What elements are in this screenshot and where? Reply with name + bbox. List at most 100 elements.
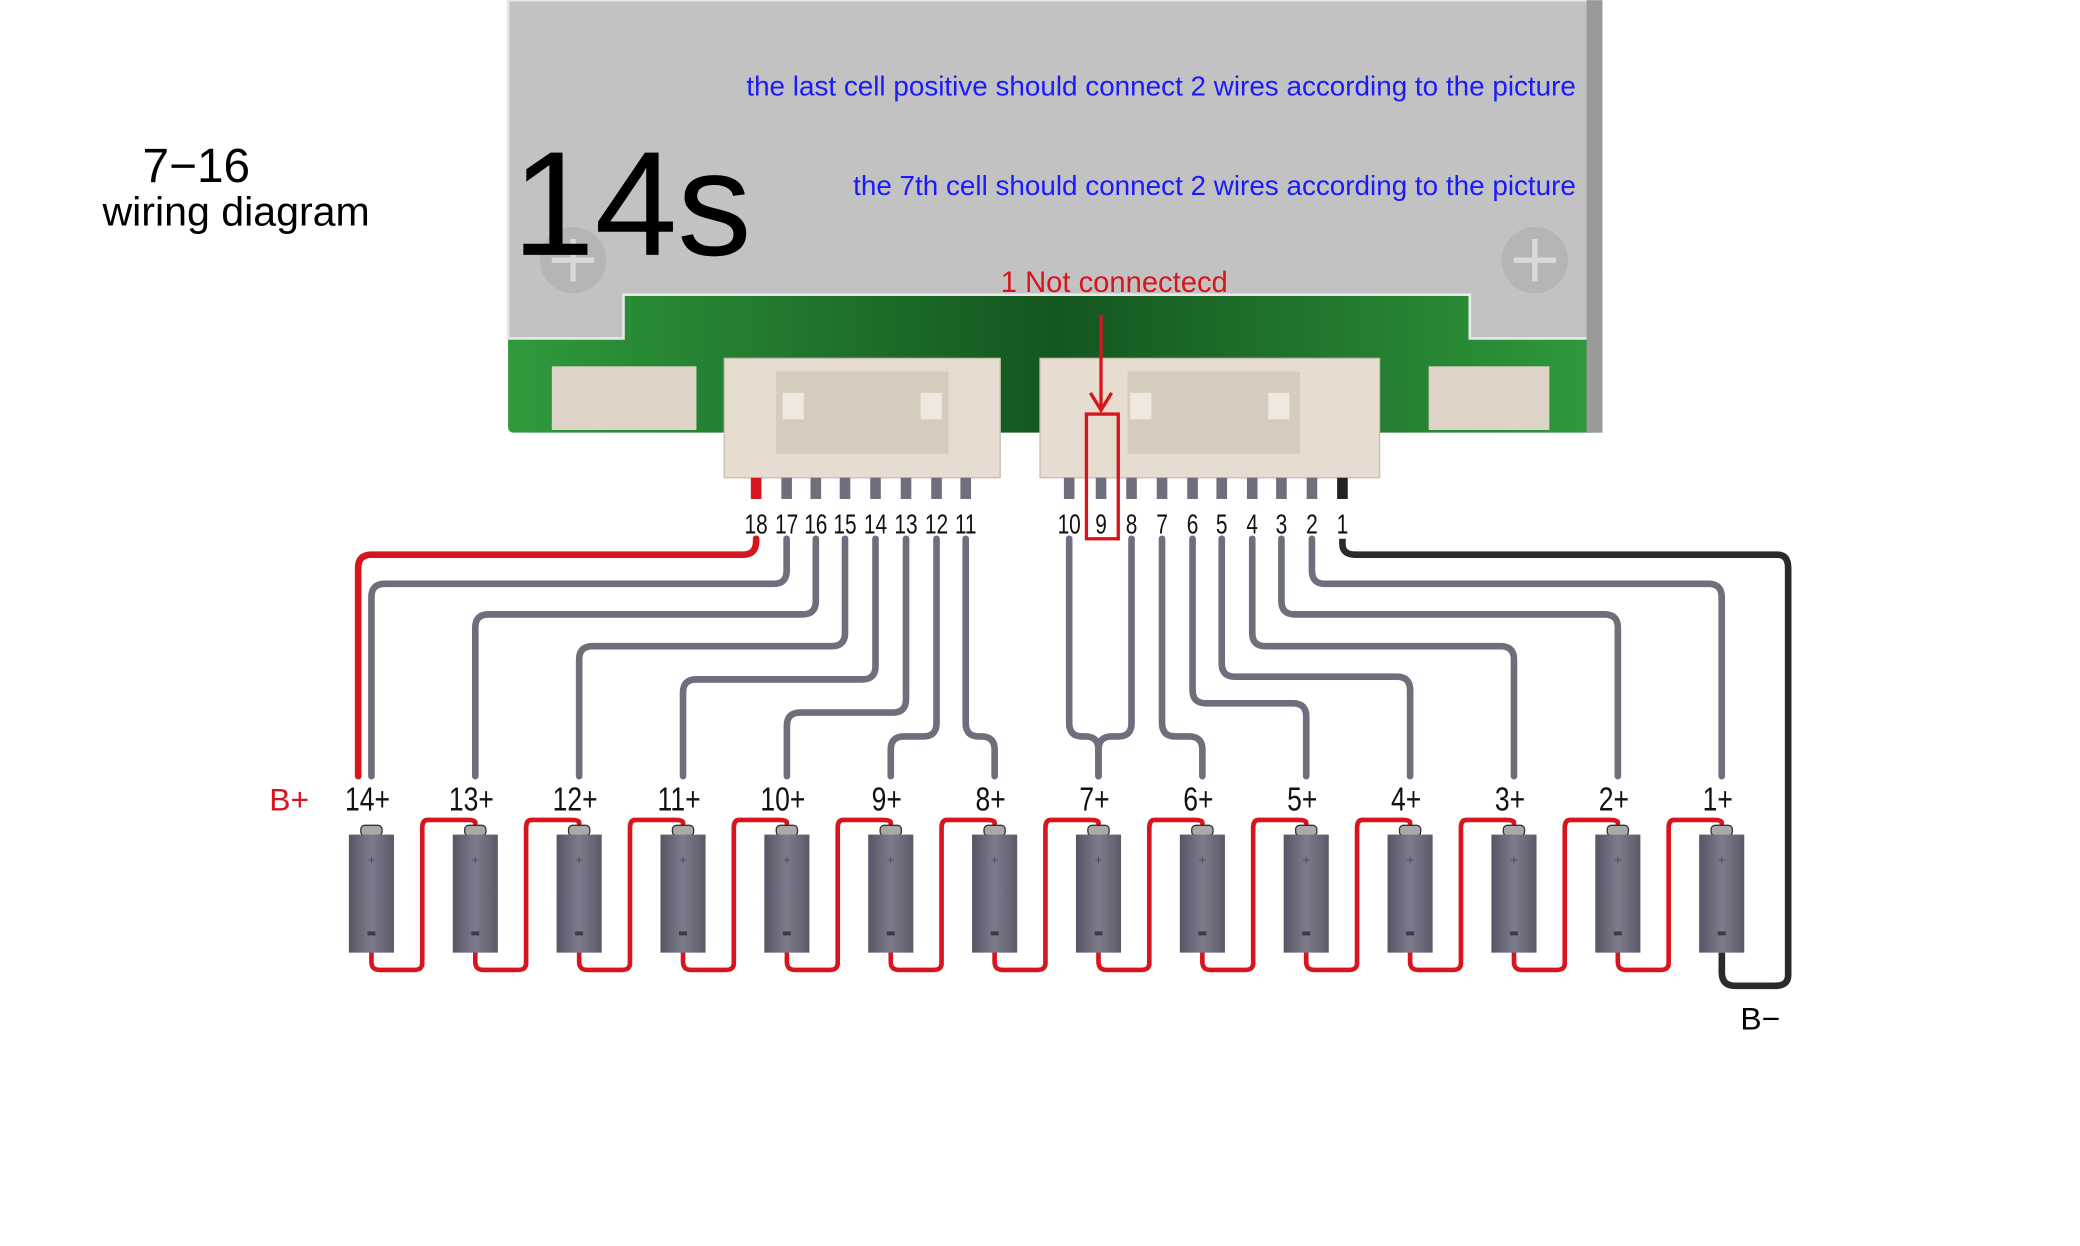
cell-label: 2+ xyxy=(1599,782,1629,818)
pin-6-lead xyxy=(1187,477,1198,499)
svg-text:+: + xyxy=(368,852,376,867)
battery-cell-2+: + xyxy=(1595,824,1641,953)
svg-text:+: + xyxy=(1302,852,1310,867)
pin-label-4: 4 xyxy=(1246,510,1258,541)
pin-7-lead xyxy=(1156,477,1168,499)
svg-text:+: + xyxy=(471,852,479,867)
pin-label-7: 7 xyxy=(1156,510,1168,541)
cell-label: 6+ xyxy=(1183,782,1213,818)
series-link-10+-9+ xyxy=(784,817,894,973)
wire-pin-17-to-14+ xyxy=(368,535,790,780)
pin-label-8: 8 xyxy=(1126,510,1138,541)
wire-pin-12-to-9+ xyxy=(887,535,940,780)
wire-pin-5-to-4+ xyxy=(1218,535,1414,780)
pin-label-10: 10 xyxy=(1058,510,1081,541)
series-link-8+-7+ xyxy=(992,817,1101,973)
pin-label-16: 16 xyxy=(804,510,827,541)
highlight-box-pin-9 xyxy=(1084,412,1120,541)
svg-text:+: + xyxy=(1198,852,1206,867)
cell-label: 5+ xyxy=(1287,782,1317,818)
note-7th-cell: the 7th cell should connect 2 wires acco… xyxy=(853,170,1576,201)
battery-cell-9+: + xyxy=(868,824,914,953)
svg-text:+: + xyxy=(1095,852,1103,867)
svg-text:+: + xyxy=(1510,852,1518,867)
series-link-5+-4+ xyxy=(1303,817,1413,973)
svg-text:+: + xyxy=(991,852,999,867)
screw-icon xyxy=(1501,227,1568,294)
pin-12-lead xyxy=(931,477,942,499)
series-link-3+-2+ xyxy=(1511,817,1621,973)
battery-cell-4+: + xyxy=(1387,824,1433,953)
battery-cell-6+: + xyxy=(1179,824,1225,953)
pin-18-lead xyxy=(750,477,762,499)
pin-3-lead xyxy=(1276,477,1287,499)
pin-label-17: 17 xyxy=(775,510,798,541)
svg-text:+: + xyxy=(575,852,583,867)
pin-17-lead xyxy=(781,477,792,499)
series-link-11+-10+ xyxy=(680,817,790,973)
battery-cell-8+: + xyxy=(972,824,1018,953)
series-link-12+-11+ xyxy=(576,817,686,973)
title-label: wiring diagram xyxy=(101,189,369,235)
pin-16-lead xyxy=(810,477,822,499)
pin-label-14: 14 xyxy=(864,510,887,541)
b-minus-label: B− xyxy=(1740,1001,1780,1037)
wire-pin-8-to-7+ xyxy=(1095,535,1135,780)
wire-pin-4-to-3+ xyxy=(1248,535,1518,780)
pin-14-lead xyxy=(870,477,881,499)
pin-2-lead xyxy=(1306,477,1318,499)
battery-cell-14+: + xyxy=(348,824,394,953)
pin-label-3: 3 xyxy=(1276,510,1288,541)
cell-label: 11+ xyxy=(658,782,701,818)
wire-pin-15-to-12+ xyxy=(575,535,849,780)
model-label: 14s xyxy=(512,122,752,287)
battery-cell-3+: + xyxy=(1491,824,1537,953)
battery-cell-10+: + xyxy=(764,824,810,953)
wire-pin-18-to-14+ xyxy=(354,535,760,780)
series-link-2+-1+ xyxy=(1615,817,1725,973)
series-link-4+-3+ xyxy=(1407,817,1517,973)
series-link-13+-12+ xyxy=(472,817,582,973)
cell-label: 4+ xyxy=(1391,782,1421,818)
title-range: 7−16 xyxy=(143,140,251,193)
balance-connector-left xyxy=(723,357,1001,479)
svg-text:+: + xyxy=(1718,852,1726,867)
wire-pin-1-to-b-minus xyxy=(1339,538,1792,990)
battery-cell-13+: + xyxy=(452,824,498,953)
svg-text:+: + xyxy=(1406,852,1414,867)
pin-4-lead xyxy=(1246,477,1258,499)
pin-10-lead xyxy=(1063,477,1075,499)
svg-text:+: + xyxy=(679,852,687,867)
wire-pin-13-to-10+ xyxy=(783,535,910,780)
wire-pin-6-to-5+ xyxy=(1189,535,1310,780)
pin-5-lead xyxy=(1216,477,1228,499)
cell-label: 13+ xyxy=(449,782,494,818)
svg-text:+: + xyxy=(887,852,895,867)
cell-label: 10+ xyxy=(760,782,805,818)
battery-cell-1+: + xyxy=(1699,824,1745,953)
cell-label: 7+ xyxy=(1079,782,1109,818)
series-link-7+-6+ xyxy=(1096,817,1205,973)
battery-cell-11+: + xyxy=(660,824,706,953)
not-connected-label: 1 Not connectecd xyxy=(1001,267,1228,299)
cell-label: 9+ xyxy=(872,782,902,818)
pin-8-lead xyxy=(1126,477,1137,499)
wire-pin-3-to-2+ xyxy=(1278,535,1622,780)
pin-label-15: 15 xyxy=(833,510,856,541)
cell-label: 8+ xyxy=(976,782,1006,818)
pin-label-11: 11 xyxy=(955,510,977,541)
svg-text:+: + xyxy=(1614,852,1622,867)
cell-label: 12+ xyxy=(553,782,598,818)
cell-label: 14+ xyxy=(345,782,390,818)
pin-label-18: 18 xyxy=(745,510,768,541)
pin-label-2: 2 xyxy=(1306,510,1318,541)
pin-label-13: 13 xyxy=(894,510,917,541)
wire-pin-14-to-11+ xyxy=(679,535,879,780)
pin-1-lead xyxy=(1337,477,1348,499)
arrow-down-icon xyxy=(1088,314,1114,414)
pin-15-lead xyxy=(839,477,851,499)
wire-pin-10-to-7+ xyxy=(1065,535,1102,780)
wire-pin-11-to-8+ xyxy=(962,535,998,780)
battery-cell-7+: + xyxy=(1075,824,1122,953)
